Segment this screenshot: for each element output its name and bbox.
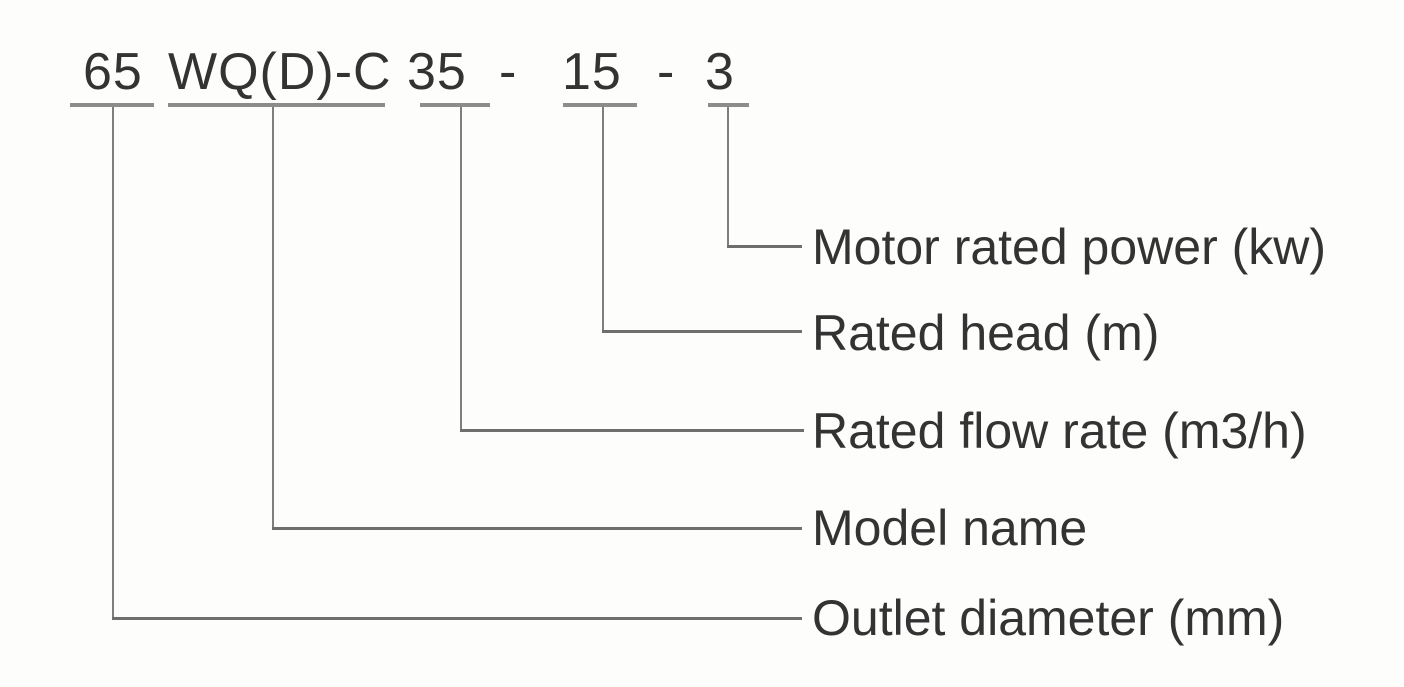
leader-vertical-motor-power bbox=[727, 107, 729, 248]
underline-model-name bbox=[168, 103, 385, 107]
label-rated-head: Rated head (m) bbox=[812, 305, 1160, 361]
leader-vertical-model-name bbox=[272, 107, 274, 530]
underline-outlet-diameter bbox=[70, 103, 154, 107]
leader-horizontal-outlet-diameter bbox=[112, 617, 802, 620]
underline-motor-power bbox=[708, 103, 749, 107]
label-rated-flow-rate: Rated flow rate (m3/h) bbox=[812, 403, 1307, 459]
label-motor-rated-power: Motor rated power (kw) bbox=[812, 219, 1327, 275]
code-outlet-diameter-value: 65 bbox=[83, 43, 143, 101]
label-model-name: Model name bbox=[812, 500, 1088, 556]
code-motor-power-value: 3 bbox=[705, 43, 735, 101]
leader-horizontal-rated-head bbox=[602, 330, 802, 333]
underline-rated-head bbox=[563, 103, 637, 107]
leader-horizontal-model-name bbox=[272, 527, 802, 530]
code-model-name-value: WQ(D)-C bbox=[168, 43, 392, 101]
leader-vertical-rated-head bbox=[602, 107, 604, 333]
underline-rated-flow bbox=[420, 103, 490, 107]
code-separator-1: - bbox=[499, 43, 518, 101]
leader-vertical-rated-flow bbox=[460, 107, 462, 432]
leader-vertical-outlet-diameter bbox=[112, 107, 114, 620]
code-separator-2: - bbox=[657, 43, 676, 101]
code-rated-flow-value: 35 bbox=[407, 43, 467, 101]
leader-horizontal-rated-flow bbox=[460, 429, 804, 432]
leader-horizontal-motor-power bbox=[727, 245, 802, 248]
code-rated-head-value: 15 bbox=[562, 43, 622, 101]
label-outlet-diameter: Outlet diameter (mm) bbox=[812, 590, 1285, 646]
